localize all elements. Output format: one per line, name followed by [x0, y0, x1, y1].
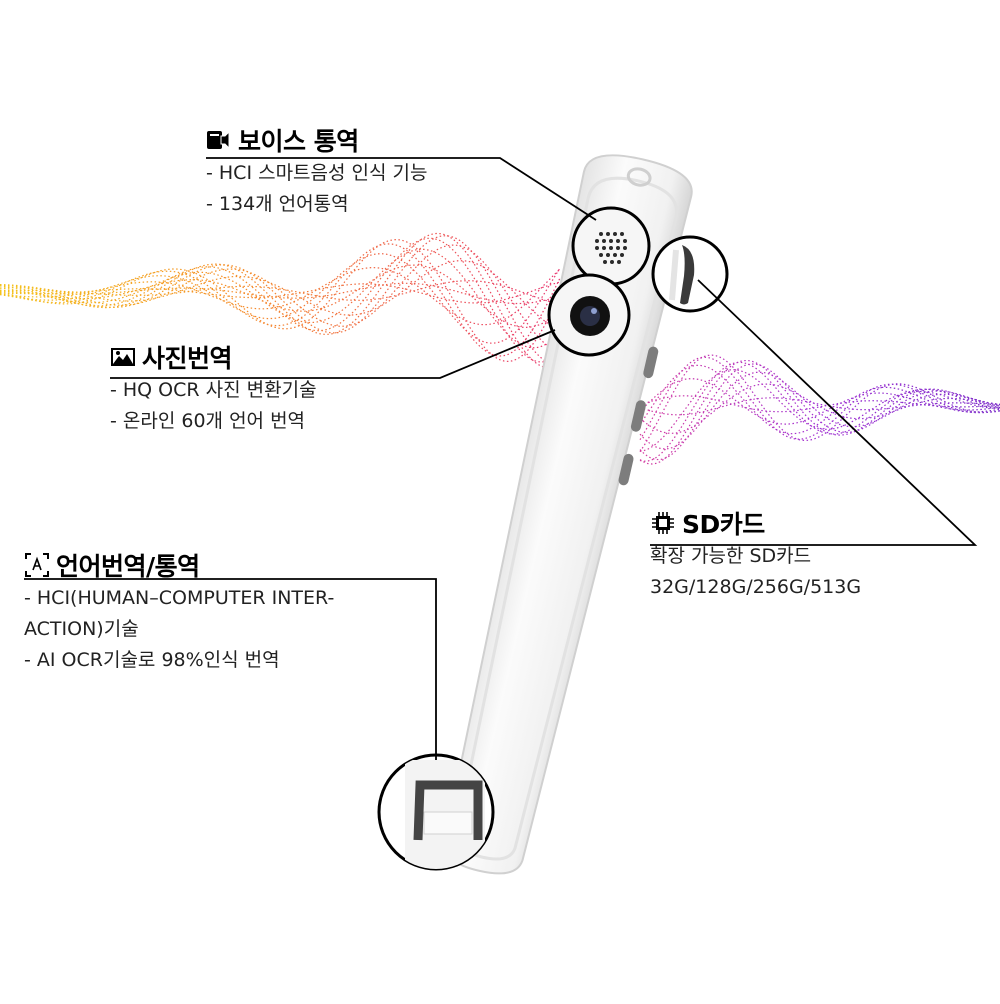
feature-voice-bullet: - 134개 언어통역 — [206, 193, 349, 215]
sound-wave-left — [0, 232, 561, 369]
camera-callout — [547, 273, 631, 357]
feature-sd-line: 확장 가능한 SD카드 — [650, 545, 812, 567]
feature-photo-translation: 사진번역 - HQ OCR 사진 변환기술 - 온라인 60개 언어 번역 — [110, 339, 317, 437]
feature-photo-bullet: - HQ OCR 사진 변환기술 — [110, 379, 317, 401]
feature-sd-card: SD카드 확장 가능한 SD카드 32G/128G/256G/513G — [650, 505, 861, 603]
scan-tip-callout — [377, 753, 495, 871]
feature-photo-bullet: - 온라인 60개 언어 번역 — [110, 410, 306, 432]
text-scan-icon — [24, 552, 50, 578]
sound-wave-right — [639, 354, 1000, 465]
feature-language-bullet: - HCI(HUMAN–COMPUTER INTER- — [24, 587, 335, 609]
feature-voice-translation: 보이스 통역 - HCI 스마트음성 인식 기능 - 134개 언어통역 — [206, 122, 428, 220]
sd-slot-callout — [651, 235, 729, 313]
feature-voice-title: 보이스 통역 — [238, 127, 359, 156]
feature-sd-title: SD카드 — [682, 510, 765, 539]
image-icon — [110, 344, 136, 370]
feature-sd-line: 32G/128G/256G/513G — [650, 576, 862, 598]
feature-language-bullet: - AI OCR기술로 98%인식 번역 — [24, 649, 280, 671]
speaker-book-icon — [206, 127, 232, 153]
callout-leader-lines — [24, 157, 978, 760]
feature-language-bullet: ACTION)기술 — [24, 618, 139, 640]
chip-icon — [650, 510, 676, 536]
feature-voice-bullet: - HCI 스마트음성 인식 기능 — [206, 162, 428, 184]
feature-photo-title: 사진번역 — [142, 344, 233, 373]
feature-language-title: 언어번역/통역 — [56, 552, 200, 581]
feature-language-translation: 언어번역/통역 - HCI(HUMAN–COMPUTER INTER- ACTI… — [24, 547, 444, 676]
speaker-callout — [571, 206, 651, 286]
